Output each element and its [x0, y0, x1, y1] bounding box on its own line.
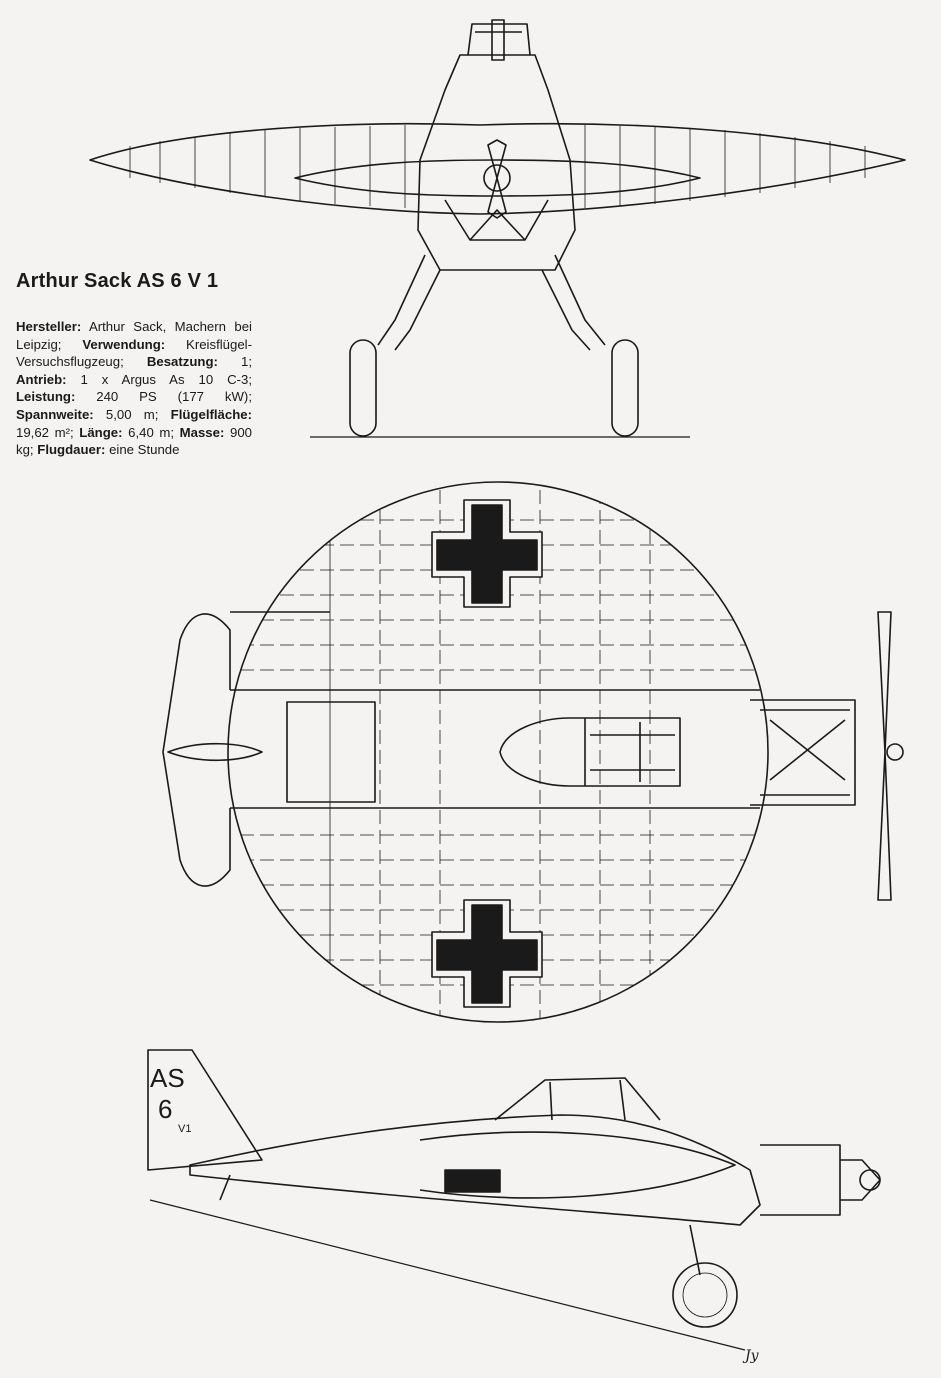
top-cockpit — [499, 717, 681, 787]
front-gear-right — [541, 254, 606, 351]
side-wing-contour — [419, 1131, 736, 1199]
front-propeller — [487, 139, 507, 219]
top-view — [162, 481, 904, 1023]
spec-label: Länge: — [79, 424, 123, 440]
front-canopy — [467, 23, 531, 56]
side-wheel — [672, 1262, 738, 1328]
spec-value: eine Stunde — [105, 442, 180, 458]
spec-value: 1; — [217, 354, 252, 370]
top-fin — [167, 742, 263, 762]
front-fin — [491, 19, 505, 61]
front-gear-left — [377, 254, 441, 351]
front-view — [89, 19, 906, 438]
spec-value: 1 x Argus As 10 C-3; — [66, 371, 252, 387]
tail-marking-as: AS — [150, 1063, 185, 1093]
balkenkreuz-bottom — [431, 899, 543, 1008]
top-hatch — [286, 701, 376, 803]
tail-marking-v1: V1 — [178, 1123, 191, 1135]
front-radiator — [444, 199, 549, 241]
aircraft-title: Arthur Sack AS 6 V 1 — [16, 270, 219, 292]
front-wing — [89, 122, 906, 215]
side-spinner — [859, 1169, 881, 1191]
spec-label: Antrieb: — [16, 371, 67, 387]
spec-label: Leistung: — [16, 389, 76, 405]
top-cockpit-frame — [584, 718, 675, 786]
side-ground-line — [149, 1199, 746, 1351]
side-nose — [760, 1144, 881, 1216]
side-gear-leg — [689, 1224, 701, 1276]
side-fuselage — [189, 1114, 761, 1226]
spec-label: Spannweite: — [16, 406, 94, 422]
disc-wing — [227, 481, 769, 1023]
spec-value: Arthur Sack, Machern bei Leipzig; — [16, 319, 252, 352]
top-nose — [750, 699, 856, 806]
spec-label: Masse: — [179, 424, 225, 440]
spec-value: 240 PS (177 kW); — [75, 389, 252, 405]
side-balkenkreuz — [444, 1169, 501, 1193]
tail-marking-6: 6 — [158, 1094, 172, 1124]
spec-label: Besatzung: — [146, 354, 218, 370]
side-tail-fin — [147, 1049, 263, 1171]
front-wheel-right — [611, 339, 639, 437]
top-propeller — [877, 611, 892, 901]
top-fuselage — [230, 689, 760, 809]
balkenkreuz-top — [431, 499, 543, 608]
side-tail-skid — [219, 1174, 231, 1201]
front-wheel-left — [349, 339, 377, 437]
side-view — [147, 1049, 881, 1351]
spec-label: Hersteller: — [16, 319, 82, 334]
spec-value: Kreisflügel-Versuchsflugzeug; — [16, 336, 252, 370]
spec-value: 5,00 m; — [93, 406, 171, 422]
spec-value: 19,62 m²; — [16, 424, 80, 440]
spec-label: Flugdauer: — [37, 442, 106, 458]
spec-value: 900 kg; — [16, 424, 252, 458]
signature: Jy — [742, 1348, 760, 1364]
front-fuselage — [417, 54, 576, 271]
front-spinner — [483, 164, 511, 192]
top-spinner — [886, 743, 904, 761]
spec-label: Flügelfläche: — [170, 406, 252, 422]
spec-value: 6,40 m; — [122, 424, 180, 440]
front-tailplane — [294, 159, 701, 197]
side-canopy — [494, 1077, 661, 1121]
spec-text: Hersteller: Arthur Sack, Machern bei Lei… — [16, 318, 252, 459]
front-wing-ribs — [129, 125, 866, 208]
top-tailplane — [162, 613, 231, 887]
spec-label: Verwendung: — [82, 336, 166, 352]
